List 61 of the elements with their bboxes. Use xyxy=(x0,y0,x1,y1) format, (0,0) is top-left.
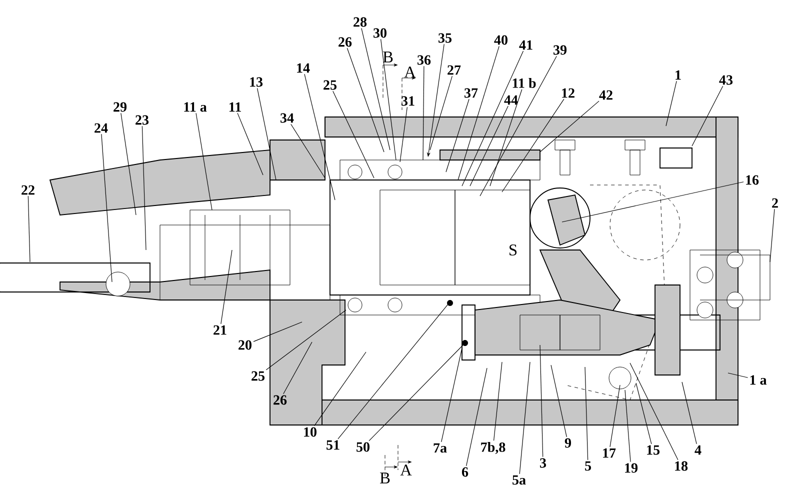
leader-line xyxy=(636,382,652,444)
leader-line xyxy=(490,89,522,186)
leader-line xyxy=(196,112,212,210)
leader-line xyxy=(430,76,452,150)
leader-line xyxy=(682,382,697,444)
leader-line xyxy=(446,98,470,172)
leader-line xyxy=(584,366,588,460)
leader-line xyxy=(630,362,678,460)
leader-line xyxy=(304,74,336,200)
section-letter: B xyxy=(383,52,393,62)
leader-line xyxy=(142,126,146,250)
leader-line xyxy=(692,86,724,146)
leader-line xyxy=(462,50,524,186)
leader-line xyxy=(314,352,366,426)
leader-line xyxy=(502,98,564,192)
leader-line xyxy=(466,368,488,466)
leader-line xyxy=(458,46,500,180)
callout-number: 39 xyxy=(554,45,567,55)
leader-line xyxy=(237,112,264,176)
leader-line xyxy=(290,124,326,178)
section-letter: A xyxy=(404,66,416,78)
leader-line xyxy=(550,364,567,438)
leader-line xyxy=(610,384,620,448)
callout-number: 30 xyxy=(374,28,386,38)
leader-line xyxy=(422,66,424,160)
callout-number: 36 xyxy=(418,55,431,65)
section-letter: B xyxy=(380,472,390,484)
region-letter: S xyxy=(510,244,517,256)
leader-line xyxy=(120,112,136,216)
callout-number: 41 xyxy=(519,40,532,50)
callout-number: 26 xyxy=(338,37,352,47)
leader-line xyxy=(361,28,390,150)
section-letter: A xyxy=(400,464,412,476)
leader-line xyxy=(338,302,450,440)
leader-line xyxy=(480,56,557,196)
callout-number: 35 xyxy=(438,33,452,43)
leader-line xyxy=(253,322,302,342)
leader-line xyxy=(400,106,408,162)
leader-line xyxy=(380,38,396,160)
leader-line xyxy=(519,362,530,474)
callout-number: 28 xyxy=(354,17,367,27)
callout-number: 2 xyxy=(772,198,778,208)
leader-line xyxy=(283,342,312,394)
leader-line xyxy=(493,362,502,441)
leader-line xyxy=(470,106,508,186)
callout-number: 5a xyxy=(512,475,526,485)
leader-line xyxy=(332,90,374,178)
leader-line xyxy=(540,344,544,458)
leader-line xyxy=(770,208,775,262)
leader-line xyxy=(368,342,466,442)
leader-line xyxy=(728,372,748,378)
leader-line xyxy=(28,196,30,262)
leader-line xyxy=(256,88,276,180)
leader-line xyxy=(220,250,232,324)
callout-number: 40 xyxy=(494,35,508,45)
leader-line xyxy=(624,390,631,462)
leader-line xyxy=(540,100,600,152)
leader-line xyxy=(101,134,112,282)
leader-line xyxy=(346,48,384,152)
leader-line xyxy=(666,80,677,126)
leader-line xyxy=(441,348,462,442)
